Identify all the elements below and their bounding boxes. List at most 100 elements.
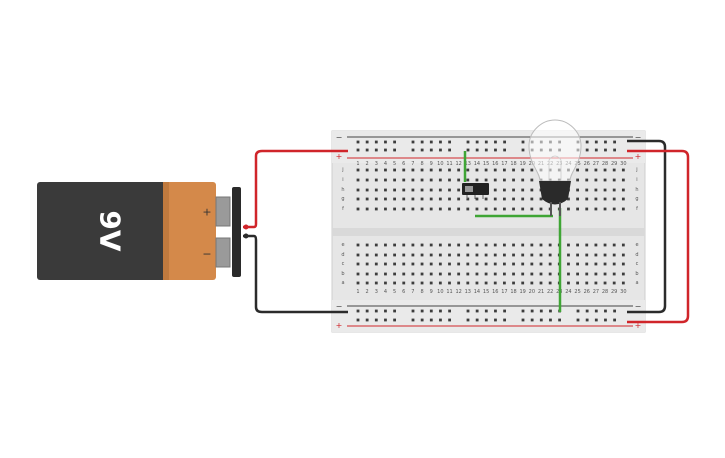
terminal-hole[interactable] <box>374 243 378 247</box>
terminal-hole[interactable] <box>365 168 369 172</box>
rail-hole[interactable] <box>411 140 415 144</box>
terminal-hole[interactable] <box>493 188 497 192</box>
terminal-hole[interactable] <box>484 197 488 201</box>
terminal-hole[interactable] <box>457 188 461 192</box>
terminal-hole[interactable] <box>512 262 515 266</box>
terminal-hole[interactable] <box>393 243 396 247</box>
rail-hole[interactable] <box>475 309 479 313</box>
terminal-hole[interactable] <box>585 207 589 211</box>
rail-hole[interactable] <box>494 148 497 152</box>
terminal-hole[interactable] <box>466 207 470 211</box>
terminal-hole[interactable] <box>448 168 451 172</box>
rail-hole[interactable] <box>466 148 470 152</box>
rail-hole[interactable] <box>484 309 488 313</box>
terminal-hole[interactable] <box>429 207 433 211</box>
terminal-hole[interactable] <box>512 272 515 276</box>
terminal-hole[interactable] <box>530 197 534 201</box>
terminal-hole[interactable] <box>429 168 433 172</box>
terminal-hole[interactable] <box>438 168 442 172</box>
terminal-hole[interactable] <box>512 243 515 247</box>
terminal-hole[interactable] <box>420 272 424 276</box>
terminal-hole[interactable] <box>374 272 378 276</box>
terminal-hole[interactable] <box>402 207 406 211</box>
terminal-hole[interactable] <box>603 168 607 172</box>
terminal-hole[interactable] <box>612 281 616 285</box>
terminal-hole[interactable] <box>356 253 360 257</box>
rail-hole[interactable] <box>530 309 534 313</box>
rail-hole[interactable] <box>356 148 360 152</box>
terminal-hole[interactable] <box>356 207 360 211</box>
terminal-hole[interactable] <box>402 188 406 192</box>
rail-hole[interactable] <box>356 318 360 322</box>
rail-hole[interactable] <box>503 309 506 313</box>
terminal-hole[interactable] <box>448 243 451 247</box>
rail-hole[interactable] <box>393 309 396 313</box>
terminal-hole[interactable] <box>393 168 396 172</box>
terminal-hole[interactable] <box>448 178 451 182</box>
rail-hole[interactable] <box>539 318 543 322</box>
terminal-hole[interactable] <box>503 243 506 247</box>
terminal-hole[interactable] <box>438 281 442 285</box>
terminal-hole[interactable] <box>374 178 378 182</box>
terminal-hole[interactable] <box>411 262 415 266</box>
terminal-hole[interactable] <box>548 253 552 257</box>
terminal-hole[interactable] <box>585 197 589 201</box>
rail-hole[interactable] <box>475 318 479 322</box>
terminal-hole[interactable] <box>585 253 589 257</box>
terminal-hole[interactable] <box>356 178 360 182</box>
rail-hole[interactable] <box>558 318 561 322</box>
terminal-hole[interactable] <box>493 207 497 211</box>
terminal-hole[interactable] <box>585 178 589 182</box>
rail-hole[interactable] <box>393 140 396 144</box>
terminal-hole[interactable] <box>411 281 415 285</box>
terminal-hole[interactable] <box>530 272 534 276</box>
terminal-hole[interactable] <box>512 207 515 211</box>
terminal-hole[interactable] <box>521 243 525 247</box>
battery-snap-connector[interactable] <box>232 187 241 277</box>
rail-hole[interactable] <box>384 148 387 152</box>
terminal-hole[interactable] <box>585 188 589 192</box>
terminal-hole[interactable] <box>374 197 378 201</box>
terminal-hole[interactable] <box>539 197 543 201</box>
terminal-hole[interactable] <box>457 272 461 276</box>
switch-slider[interactable] <box>465 186 473 192</box>
terminal-hole[interactable] <box>365 262 369 266</box>
terminal-hole[interactable] <box>402 253 406 257</box>
terminal-hole[interactable] <box>365 272 369 276</box>
rail-hole[interactable] <box>549 318 552 322</box>
terminal-hole[interactable] <box>594 197 598 201</box>
terminal-hole[interactable] <box>457 197 461 201</box>
terminal-hole[interactable] <box>594 272 598 276</box>
rail-hole[interactable] <box>549 309 552 313</box>
terminal-hole[interactable] <box>429 253 433 257</box>
terminal-hole[interactable] <box>475 168 479 172</box>
rail-hole[interactable] <box>439 148 442 152</box>
terminal-hole[interactable] <box>493 281 497 285</box>
terminal-hole[interactable] <box>521 178 525 182</box>
rail-hole[interactable] <box>429 309 433 313</box>
terminal-hole[interactable] <box>384 178 387 182</box>
terminal-hole[interactable] <box>503 168 506 172</box>
rail-hole[interactable] <box>503 140 506 144</box>
rail-hole[interactable] <box>576 318 580 322</box>
rail-hole[interactable] <box>503 148 506 152</box>
rail-hole[interactable] <box>466 140 470 144</box>
terminal-hole[interactable] <box>374 253 378 257</box>
terminal-hole[interactable] <box>365 243 369 247</box>
terminal-hole[interactable] <box>603 197 607 201</box>
terminal-hole[interactable] <box>521 197 525 201</box>
rail-hole[interactable] <box>494 318 497 322</box>
terminal-hole[interactable] <box>621 168 625 172</box>
rail-hole[interactable] <box>466 309 470 313</box>
terminal-hole[interactable] <box>374 168 378 172</box>
terminal-hole[interactable] <box>356 188 360 192</box>
rail-hole[interactable] <box>429 318 433 322</box>
terminal-hole[interactable] <box>503 207 506 211</box>
terminal-hole[interactable] <box>576 243 579 247</box>
terminal-hole[interactable] <box>420 197 424 201</box>
rail-hole[interactable] <box>604 309 607 313</box>
terminal-hole[interactable] <box>521 262 525 266</box>
terminal-hole[interactable] <box>420 253 424 257</box>
terminal-hole[interactable] <box>612 262 616 266</box>
rail-hole[interactable] <box>411 309 415 313</box>
